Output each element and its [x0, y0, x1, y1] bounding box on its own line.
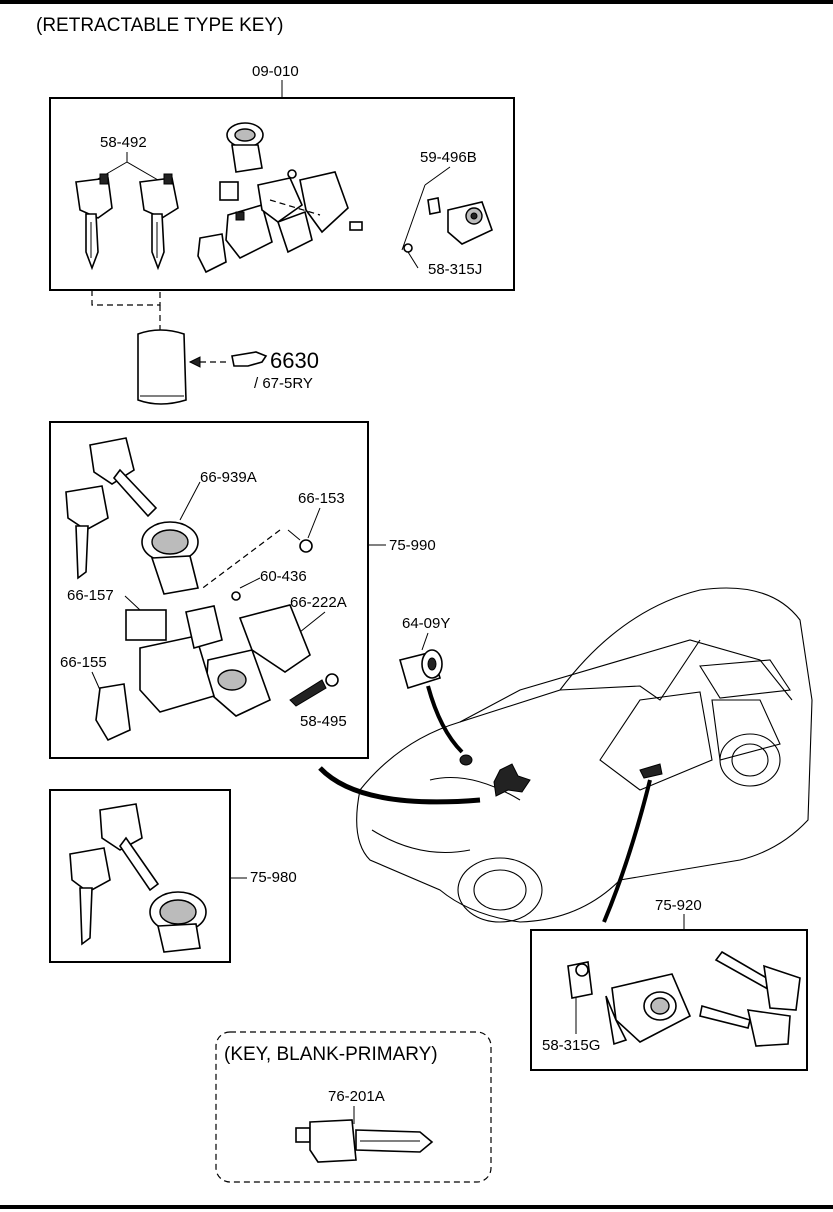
cover-66-222A [205, 604, 311, 717]
group-label-75-990: 75-990 [389, 537, 436, 554]
group-box-75-980 [49, 789, 231, 963]
lock-body-box2 [139, 605, 223, 713]
blank-key-illustration [295, 1119, 434, 1163]
key-pair-box2 [65, 437, 158, 580]
page-title: (RETRACTABLE TYPE KEY) [36, 15, 283, 36]
pointer-to-ignition [318, 766, 481, 805]
top-rule [0, 0, 833, 4]
pointer-to-door [602, 779, 652, 923]
label-60-436: 60-436 [260, 568, 307, 585]
block-66-157 [125, 609, 167, 641]
door-lock-assembly [605, 973, 692, 1046]
blank-key-box [215, 1031, 492, 1183]
ignition-ring [141, 521, 199, 595]
cylinder-box3 [149, 891, 207, 953]
group-box-75-920 [530, 929, 808, 1071]
group-box-75-990 [49, 421, 369, 759]
label-66-155: 66-155 [60, 654, 107, 671]
group-label-75-980: 75-980 [250, 869, 297, 886]
vehicle-illustration [356, 587, 813, 923]
key-right-illustration [139, 173, 179, 271]
bracket-66-155 [95, 683, 131, 742]
cylinder-64-09Y [399, 649, 443, 690]
label-66-157: 66-157 [67, 587, 114, 604]
pointer-to-hood [426, 685, 464, 754]
label-66-939A: 66-939A [200, 469, 257, 486]
label-76-201A: 76-201A [328, 1088, 385, 1105]
group-label-75-920: 75-920 [655, 897, 702, 914]
label-58-315J: 58-315J [428, 261, 482, 278]
door-cylinder-small [427, 197, 493, 245]
label-66-153: 66-153 [298, 490, 345, 507]
pointing-hand-icon [231, 351, 268, 367]
bottom-rule [0, 1205, 833, 1209]
label-66-222A: 66-222A [290, 594, 347, 611]
clip-58-315G [567, 961, 593, 999]
key-sleeve-illustration [137, 329, 187, 405]
key-pair-box4 [699, 950, 801, 1047]
ref-6630: 6630 [270, 348, 319, 373]
steering-lock-cluster [197, 122, 363, 274]
label-64-09Y: 64-09Y [402, 615, 450, 632]
label-58-315G: 58-315G [542, 1037, 600, 1054]
label-59-496B: 59-496B [420, 149, 477, 166]
screw-66-153 [287, 529, 313, 553]
label-58-492: 58-492 [100, 134, 147, 151]
label-58-495: 58-495 [300, 713, 347, 730]
group-box-09-010 [49, 97, 515, 291]
ref-67-5RY: / 67-5RY [254, 375, 313, 392]
blank-key-title: (KEY, BLANK-PRIMARY) [224, 1044, 438, 1065]
key-pair-box3 [69, 803, 160, 946]
key-left-illustration [75, 173, 113, 271]
group-label-09-010: 09-010 [252, 63, 299, 80]
